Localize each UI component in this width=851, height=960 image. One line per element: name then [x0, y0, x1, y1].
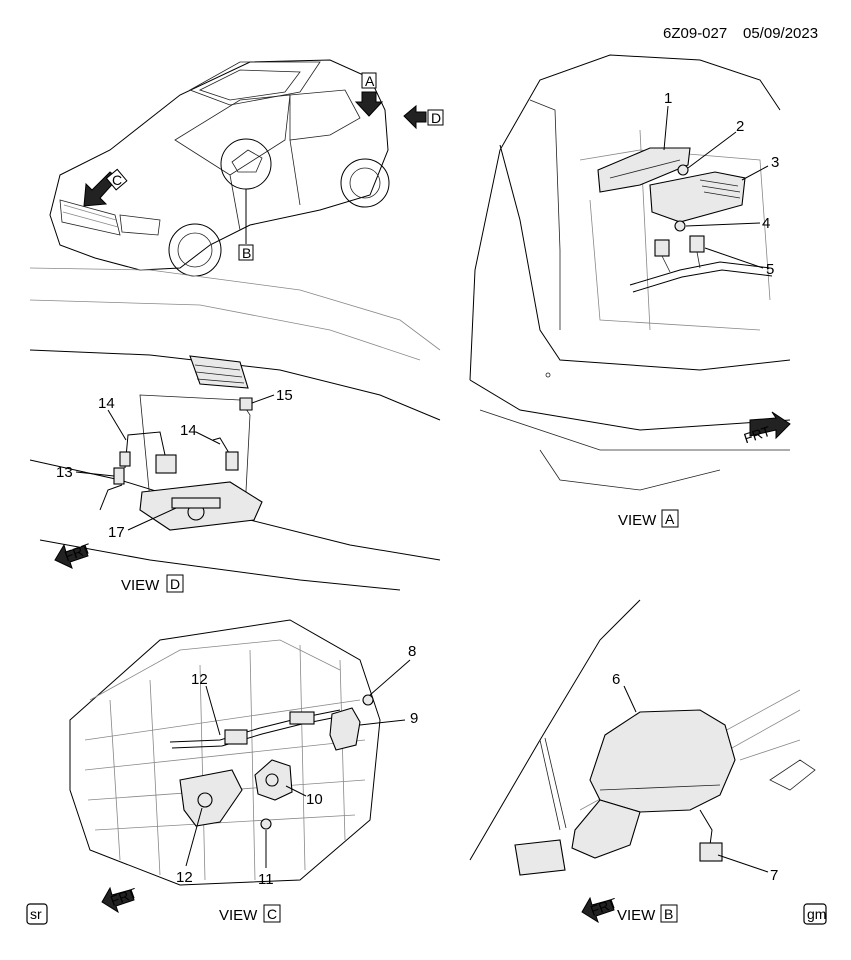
callout-13: 12 — [191, 671, 208, 688]
marker-d-label: D — [431, 110, 441, 126]
marker-c-label: C — [112, 172, 122, 188]
document-id: 6Z09-027 — [663, 25, 727, 42]
marker-d: D — [403, 104, 444, 130]
view-d-letter: D — [170, 576, 180, 592]
callout-6: 6 — [612, 671, 620, 688]
frt-arrow-view-b: FRT — [581, 894, 619, 924]
callout-17: 17 — [108, 524, 125, 541]
callout-8: 8 — [408, 643, 416, 660]
callout-16: 15 — [276, 387, 293, 404]
callout-14-right: 14 — [180, 422, 197, 439]
view-c-drawing — [69, 619, 381, 886]
view-a-label: VIEW — [618, 512, 657, 529]
frt-label-view-a: FRT — [742, 423, 773, 447]
view-a-letter: A — [665, 511, 675, 527]
callout-4: 4 — [762, 215, 770, 232]
marker-a-label: A — [365, 73, 375, 89]
callout-12: 12 — [176, 869, 193, 886]
sr-icon-label: sr — [30, 906, 42, 922]
callout-2: 2 — [736, 118, 744, 135]
sr-icon: sr — [26, 903, 48, 925]
marker-b: B — [238, 244, 254, 261]
gm-icon: gm — [803, 903, 827, 925]
view-d-label: VIEW — [121, 577, 160, 594]
frt-arrow-view-a: FRT — [742, 411, 791, 447]
view-c-letter: C — [267, 906, 277, 922]
frt-label-view-c: FRT — [108, 884, 139, 908]
view-b-letter: B — [664, 906, 673, 922]
callout-11: 11 — [258, 871, 274, 888]
marker-a: A — [354, 72, 384, 117]
view-b-drawing — [469, 599, 816, 876]
document-date: 05/09/2023 — [743, 25, 818, 42]
gm-icon-label: gm — [807, 906, 826, 922]
callout-10: 10 — [306, 791, 323, 808]
frt-label-view-d: FRT — [62, 540, 93, 564]
marker-c: C — [83, 168, 128, 207]
marker-b-label: B — [242, 245, 251, 261]
callout-7: 7 — [770, 867, 778, 884]
callout-15: 14 — [98, 395, 115, 412]
frt-arrow-view-c: FRT — [101, 884, 139, 914]
view-b-label: VIEW — [617, 907, 656, 924]
view-c-label: VIEW — [219, 907, 258, 924]
callout-1: 1 — [664, 90, 672, 107]
view-a-drawing — [469, 54, 791, 491]
frt-label-view-b: FRT — [588, 894, 619, 918]
view-d-drawing — [29, 267, 441, 591]
callout-9: 9 — [410, 710, 418, 727]
callout-14-left: 13 — [56, 464, 73, 481]
callout-3: 3 — [771, 154, 779, 171]
callout-5: 5 — [766, 261, 774, 278]
vehicle-overview — [49, 59, 390, 277]
